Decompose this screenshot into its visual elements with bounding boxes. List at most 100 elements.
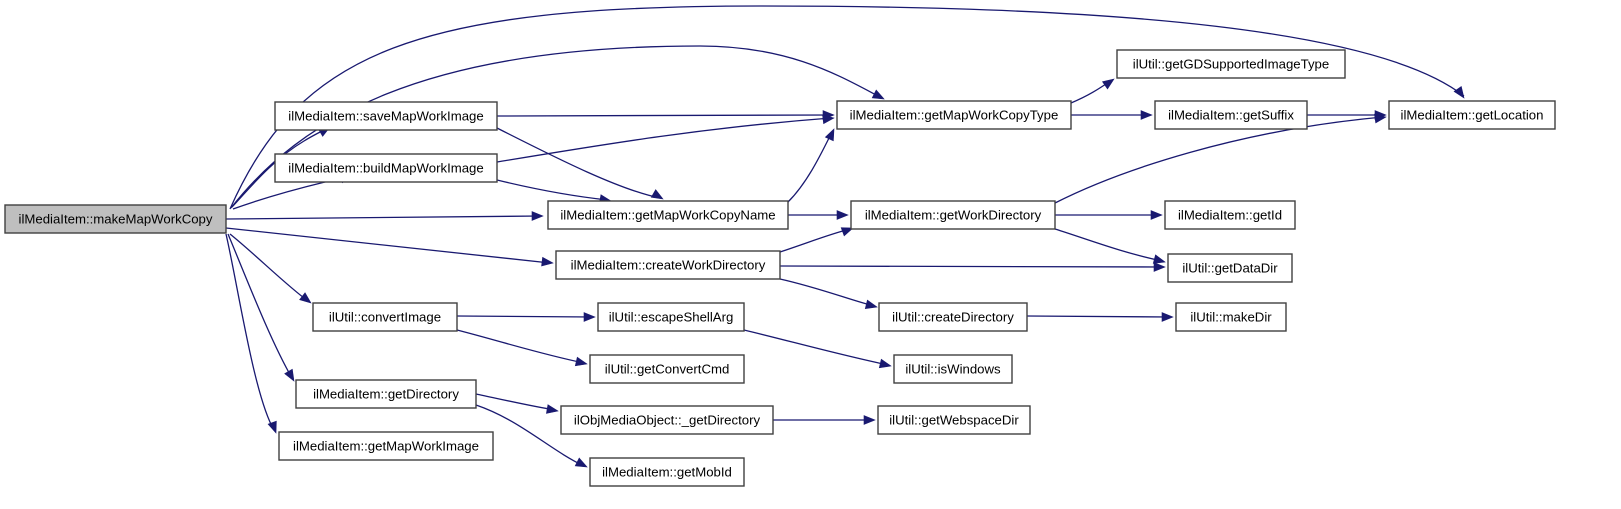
edge-getWorkDirectory-to-getDataDir bbox=[1054, 228, 1166, 264]
arrowhead bbox=[267, 420, 277, 434]
arrowhead bbox=[650, 189, 664, 200]
node-box-isWindows[interactable] bbox=[893, 354, 1013, 384]
edge-buildMapWorkImage-to-getMapWorkCopyType bbox=[496, 114, 835, 163]
edge-getWorkDirectory-to-getId bbox=[1055, 210, 1163, 220]
edge-convertImage-to-getConvertCmd bbox=[456, 329, 588, 367]
node-box-saveMapWorkImage[interactable] bbox=[274, 101, 498, 131]
arrowhead bbox=[531, 211, 544, 221]
node-_getDirectory[interactable]: ilObjMediaObject::_getDirectory bbox=[560, 405, 774, 435]
edge-getMapWorkCopyType-to-getSuffix bbox=[1071, 110, 1153, 120]
node-box-getDataDir[interactable] bbox=[1167, 253, 1293, 283]
node-getGDSupportedImageType[interactable]: ilUtil::getGDSupportedImageType bbox=[1116, 49, 1346, 79]
edge-_getDirectory-to-getWebspaceDir bbox=[773, 415, 876, 425]
node-box-getWebspaceDir[interactable] bbox=[877, 405, 1031, 435]
arrowhead bbox=[822, 114, 835, 125]
arrowhead bbox=[1453, 85, 1465, 99]
node-buildMapWorkImage[interactable]: ilMediaItem::buildMapWorkImage bbox=[274, 153, 498, 183]
node-createDirectory[interactable]: ilUtil::createDirectory bbox=[878, 302, 1028, 332]
arrowhead bbox=[299, 292, 312, 304]
node-escapeShellArg[interactable]: ilUtil::escapeShellArg bbox=[597, 302, 745, 332]
edge-saveMapWorkImage-to-getMapWorkCopyType bbox=[496, 110, 835, 120]
node-box-buildMapWorkImage[interactable] bbox=[274, 153, 498, 183]
node-getDataDir[interactable]: ilUtil::getDataDir bbox=[1167, 253, 1293, 283]
node-box-getDirectory[interactable] bbox=[295, 379, 477, 409]
arrowhead bbox=[574, 356, 588, 367]
node-box-getMobId[interactable] bbox=[589, 457, 745, 487]
node-box-getLocation[interactable] bbox=[1388, 100, 1556, 130]
node-convertImage[interactable]: ilUtil::convertImage bbox=[312, 302, 458, 332]
edge-makeMapWorkCopy-to-getMapWorkCopyType bbox=[230, 45, 885, 209]
node-getConvertCmd[interactable]: ilUtil::getConvertCmd bbox=[589, 354, 745, 384]
edge-makeMapWorkCopy-to-createWorkDirectory bbox=[225, 227, 554, 267]
node-box-makeMapWorkCopy[interactable] bbox=[4, 204, 227, 234]
arrowhead bbox=[840, 227, 854, 237]
node-box-getGDSupportedImageType[interactable] bbox=[1116, 49, 1346, 79]
node-box-createWorkDirectory[interactable] bbox=[555, 250, 781, 280]
node-getLocation[interactable]: ilMediaItem::getLocation bbox=[1388, 100, 1556, 130]
node-saveMapWorkImage[interactable]: ilMediaItem::saveMapWorkImage bbox=[274, 101, 498, 131]
node-box-getId[interactable] bbox=[1164, 200, 1296, 230]
arrowhead bbox=[864, 299, 878, 309]
node-getMapWorkImage[interactable]: ilMediaItem::getMapWorkImage bbox=[278, 431, 494, 461]
arrowhead bbox=[1140, 110, 1153, 120]
edge-getDirectory-to-getMobId bbox=[475, 404, 588, 468]
arrowhead bbox=[583, 312, 596, 322]
node-createWorkDirectory[interactable]: ilMediaItem::createWorkDirectory bbox=[555, 250, 781, 280]
arrowhead bbox=[541, 256, 554, 267]
node-getDirectory[interactable]: ilMediaItem::getDirectory bbox=[295, 379, 477, 409]
arrowhead bbox=[878, 358, 892, 369]
node-getMobId[interactable]: ilMediaItem::getMobId bbox=[589, 457, 745, 487]
edge-makeMapWorkCopy-to-convertImage bbox=[229, 233, 312, 304]
node-getMapWorkCopyName[interactable]: ilMediaItem::getMapWorkCopyName bbox=[547, 200, 789, 230]
node-box-convertImage[interactable] bbox=[312, 302, 458, 332]
arrowhead bbox=[824, 128, 835, 142]
edge-saveMapWorkImage-to-getMapWorkCopyName bbox=[496, 127, 664, 200]
node-box-getWorkDirectory[interactable] bbox=[850, 200, 1056, 230]
node-isWindows[interactable]: ilUtil::isWindows bbox=[893, 354, 1013, 384]
edge-createDirectory-to-makeDir bbox=[1026, 312, 1174, 322]
node-box-getSuffix[interactable] bbox=[1154, 100, 1308, 130]
node-getWebspaceDir[interactable]: ilUtil::getWebspaceDir bbox=[877, 405, 1031, 435]
node-box-_getDirectory[interactable] bbox=[560, 405, 774, 435]
node-box-escapeShellArg[interactable] bbox=[597, 302, 745, 332]
arrowhead bbox=[1101, 78, 1115, 90]
edge-makeMapWorkCopy-to-getMapWorkImage bbox=[225, 233, 277, 434]
edge-getMapWorkCopyName-to-getMapWorkCopyType bbox=[787, 128, 835, 203]
arrowhead bbox=[1161, 312, 1174, 322]
arrowhead bbox=[1150, 210, 1163, 220]
arrowhead bbox=[574, 457, 588, 468]
node-getSuffix[interactable]: ilMediaItem::getSuffix bbox=[1154, 100, 1308, 130]
arrowhead bbox=[863, 415, 876, 425]
node-getWorkDirectory[interactable]: ilMediaItem::getWorkDirectory bbox=[850, 200, 1056, 230]
arrowhead bbox=[546, 404, 559, 414]
edge-escapeShellArg-to-isWindows bbox=[743, 329, 892, 369]
arrowhead bbox=[871, 89, 885, 100]
edge-makeMapWorkCopy-to-getLocation bbox=[229, 5, 1465, 210]
node-box-getMapWorkImage[interactable] bbox=[278, 431, 494, 461]
arrowhead bbox=[284, 368, 295, 382]
node-box-getMapWorkCopyName[interactable] bbox=[547, 200, 789, 230]
edge-convertImage-to-escapeShellArg bbox=[456, 312, 596, 322]
edge-createWorkDirectory-to-getWorkDirectory bbox=[779, 227, 854, 253]
edge-createWorkDirectory-to-getDataDir bbox=[779, 262, 1166, 272]
edge-getMapWorkCopyName-to-getWorkDirectory bbox=[788, 210, 849, 220]
edge-getMapWorkCopyType-to-getGDSupportedImageType bbox=[1070, 78, 1115, 104]
node-getId[interactable]: ilMediaItem::getId bbox=[1164, 200, 1296, 230]
edge-makeMapWorkCopy-to-getDirectory bbox=[227, 233, 295, 382]
node-box-getMapWorkCopyType[interactable] bbox=[836, 100, 1072, 130]
node-makeDir[interactable]: ilUtil::makeDir bbox=[1175, 302, 1287, 332]
node-box-createDirectory[interactable] bbox=[878, 302, 1028, 332]
edge-makeMapWorkCopy-to-getMapWorkCopyName bbox=[225, 211, 544, 221]
node-box-makeDir[interactable] bbox=[1175, 302, 1287, 332]
node-makeMapWorkCopy[interactable]: ilMediaItem::makeMapWorkCopy bbox=[4, 204, 227, 234]
arrowhead bbox=[1152, 254, 1166, 264]
edge-getSuffix-to-getLocation bbox=[1307, 110, 1387, 120]
edge-createWorkDirectory-to-createDirectory bbox=[779, 278, 878, 309]
node-getMapWorkCopyType[interactable]: ilMediaItem::getMapWorkCopyType bbox=[836, 100, 1072, 130]
arrowhead bbox=[1374, 110, 1387, 120]
arrowhead bbox=[836, 210, 849, 220]
node-box-getConvertCmd[interactable] bbox=[589, 354, 745, 384]
edge-getDirectory-to-_getDirectory bbox=[475, 393, 559, 414]
